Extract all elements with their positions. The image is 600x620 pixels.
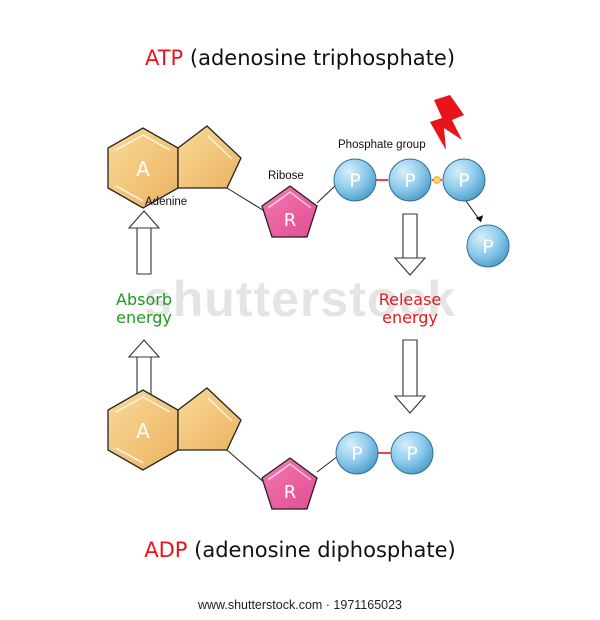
ribose-symbol: R xyxy=(284,210,297,231)
adenine-pentagon xyxy=(177,125,242,189)
atp-title-full: (adenosine triphosphate) xyxy=(189,46,456,70)
phosphate-symbol: P xyxy=(482,236,493,258)
lightning-bolt-icon xyxy=(430,95,464,150)
absorb-energy-line2: energy xyxy=(116,308,172,327)
phosphate-1 xyxy=(333,158,377,202)
phosphate-symbol: P xyxy=(351,443,362,465)
phosphate-symbol: P xyxy=(349,170,360,192)
release-energy-label: Release energy xyxy=(362,291,458,327)
phosphate-symbol: P xyxy=(458,170,469,192)
phosphate-2 xyxy=(388,158,432,202)
adenine-ribose-bond xyxy=(226,449,267,485)
release-energy-line1: Release xyxy=(378,290,442,309)
adenine-symbol: A xyxy=(136,419,150,443)
adp-ribose: R xyxy=(261,457,318,510)
adp-title-full: (adenosine diphosphate) xyxy=(194,538,456,562)
release-arrow-head xyxy=(475,215,484,222)
hollow-arrow-icon xyxy=(393,395,427,414)
atp-phosphates: P P P xyxy=(333,158,486,202)
atp-title: ATP (adenosine triphosphate) xyxy=(0,46,600,70)
phosphate-symbol: P xyxy=(406,443,417,465)
adenine-pentagon xyxy=(177,387,242,451)
adp-phosphates: P P xyxy=(335,431,434,475)
hollow-arrow-icon xyxy=(393,257,427,276)
watermark: shutterstock xyxy=(143,271,457,327)
hollow-arrow-icon xyxy=(136,226,152,275)
phosphate-1 xyxy=(335,431,379,475)
atp-adenine: A xyxy=(107,125,242,209)
adp-title: ADP (adenosine diphosphate) xyxy=(0,538,600,562)
hollow-arrow-icon xyxy=(402,339,418,398)
phosphate-3 xyxy=(442,158,486,202)
absorb-energy-line1: Absorb xyxy=(116,290,172,309)
hollow-arrow-icon xyxy=(127,339,161,358)
ribose-pentagon xyxy=(261,457,318,510)
ribose-label: Ribose xyxy=(268,170,304,182)
atp-title-abbr: ATP xyxy=(144,46,184,70)
atp-ribose: R xyxy=(261,185,318,238)
adp-title-abbr: ADP xyxy=(144,538,188,562)
hollow-arrow-icon xyxy=(127,210,161,229)
released-phosphate xyxy=(466,224,510,268)
hollow-arrow-icon xyxy=(402,213,418,260)
ribose-symbol: R xyxy=(284,482,297,503)
adenine-symbol: A xyxy=(136,157,150,181)
ribose-phosphate-bond xyxy=(316,184,337,204)
release-energy-line2: energy xyxy=(382,308,438,327)
absorb-energy-label: Absorb energy xyxy=(96,291,192,327)
phosphate-group-label: Phosphate group xyxy=(338,139,426,151)
phosphate-symbol: P xyxy=(404,170,415,192)
ribose-phosphate-bond xyxy=(316,455,339,473)
breaking-bond-spark xyxy=(433,176,441,184)
adp-adenine: A xyxy=(107,387,242,471)
adenine-ribose-bond xyxy=(226,187,267,213)
footer-credit: www.shutterstock.com · 1971165023 xyxy=(197,598,403,612)
phosphate-2 xyxy=(390,431,434,475)
ribose-pentagon xyxy=(261,185,318,238)
adenine-label: Adenine xyxy=(145,196,188,208)
